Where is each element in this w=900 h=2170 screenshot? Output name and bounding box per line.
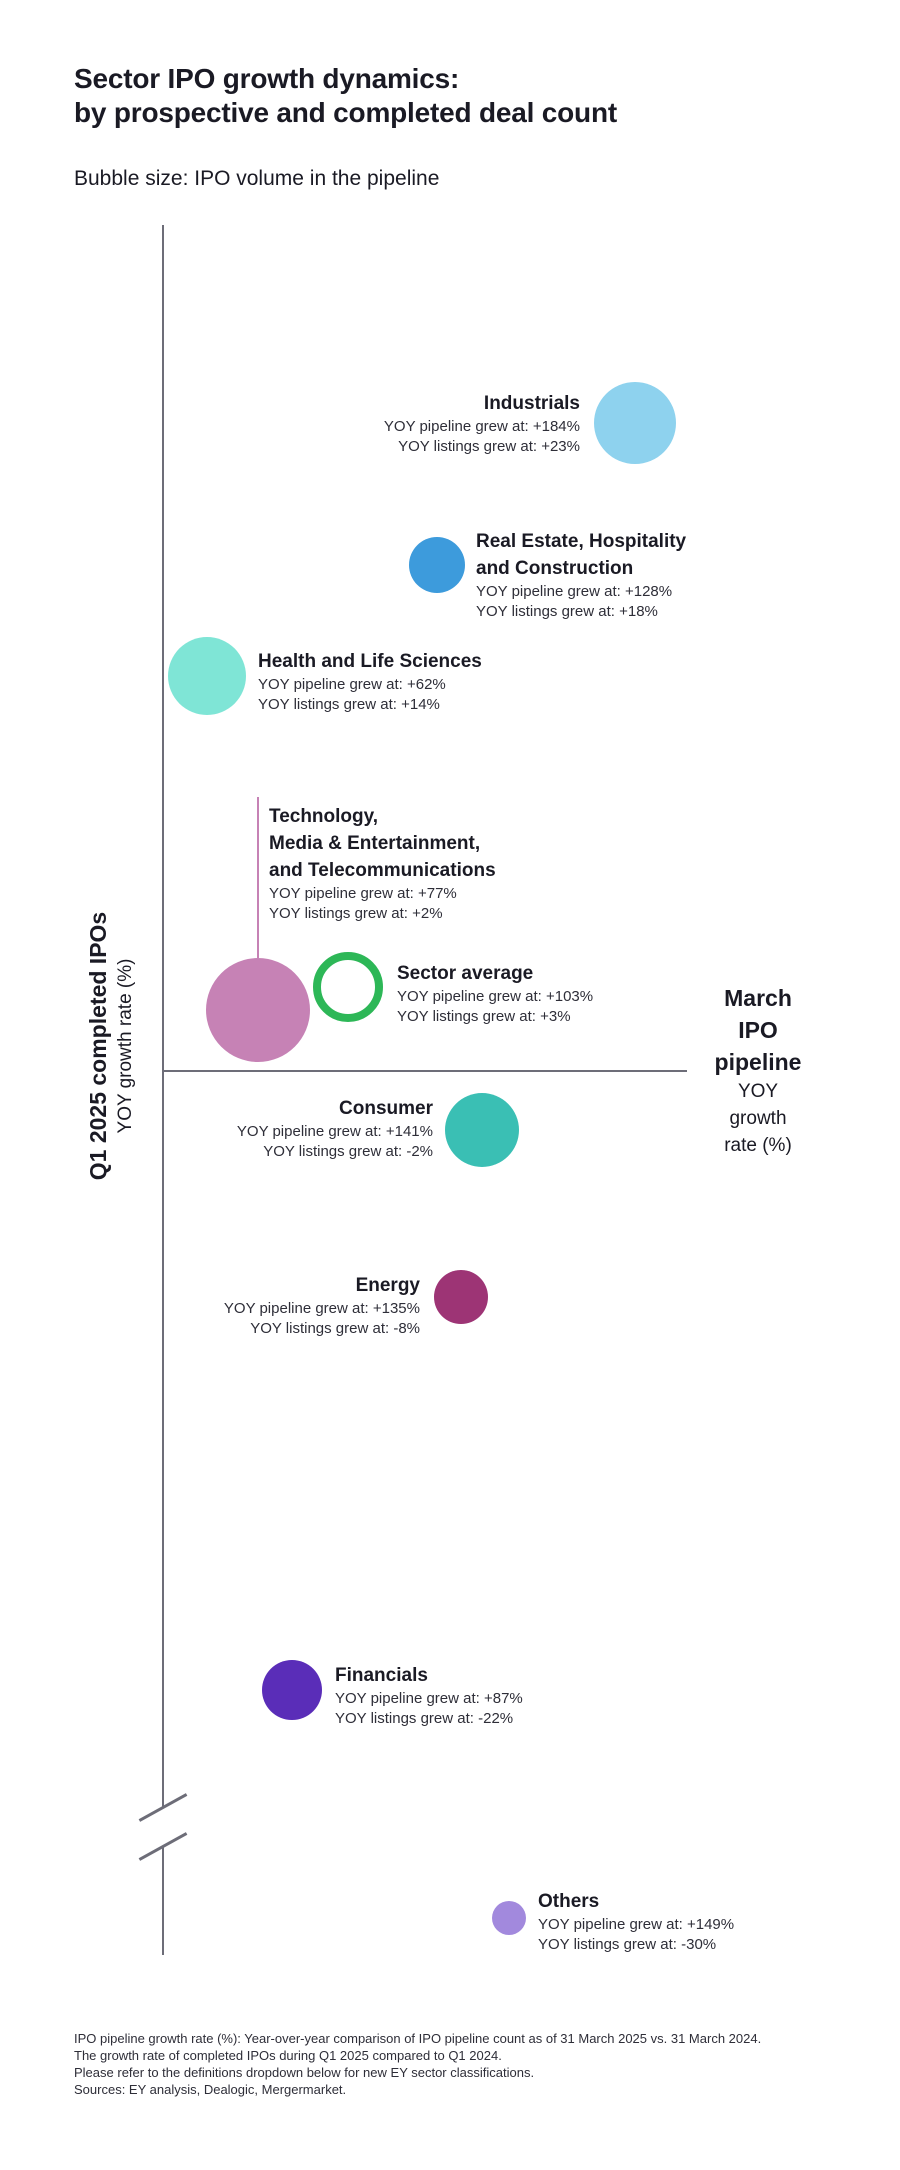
listings-growth-value: YOY listings grew at: +2% <box>269 905 443 922</box>
bubble-energy[interactable] <box>434 1270 488 1324</box>
label-sector-average: Sector average YOY pipeline grew at: +10… <box>397 960 593 1027</box>
pipeline-growth-value: YOY pipeline grew at: +62% <box>258 676 446 693</box>
bubble-health-life-sciences[interactable] <box>168 637 246 715</box>
listings-growth-value: YOY listings grew at: -8% <box>250 1320 420 1337</box>
bubble-financials[interactable] <box>262 1660 322 1720</box>
tmt-leader-line <box>257 797 259 958</box>
listings-growth-value: YOY listings grew at: -2% <box>263 1143 433 1160</box>
listings-growth-value: YOY listings grew at: +18% <box>476 603 658 620</box>
bubble-consumer[interactable] <box>445 1093 519 1167</box>
label-health-life-sciences: Health and Life Sciences YOY pipeline gr… <box>258 648 482 715</box>
chart-subtitle: Bubble size: IPO volume in the pipeline <box>74 167 440 190</box>
listings-growth-value: YOY listings grew at: +23% <box>398 438 580 455</box>
listings-growth-value: YOY listings grew at: +14% <box>258 696 440 713</box>
pipeline-growth-value: YOY pipeline grew at: +128% <box>476 583 673 600</box>
label-financials: Financials YOY pipeline grew at: +87% YO… <box>335 1662 523 1729</box>
sector-name: Technology, Media & Entertainment, and T… <box>269 806 496 881</box>
pipeline-growth-value: YOY pipeline grew at: +141% <box>236 1123 433 1140</box>
label-tmt: Technology, Media & Entertainment, and T… <box>269 803 496 924</box>
pipeline-growth-value: YOY pipeline grew at: +87% <box>335 1690 523 1707</box>
x-axis-line <box>162 1070 687 1072</box>
listings-growth-value: YOY listings grew at: +3% <box>397 1008 571 1025</box>
bubble-others[interactable] <box>492 1901 526 1935</box>
bubble-tmt[interactable] <box>206 958 310 1062</box>
footnotes: IPO pipeline growth rate (%): Year-over-… <box>74 2030 854 2098</box>
y-axis-title: Q1 2025 completed IPOs YOY growth rate (… <box>83 881 141 1211</box>
label-real-estate: Real Estate, Hospitality and Constructio… <box>476 528 686 622</box>
listings-growth-value: YOY listings grew at: -30% <box>538 1936 717 1953</box>
x-axis-title-sub: YOY growth rate (%) <box>724 1081 792 1156</box>
label-energy: Energy YOY pipeline grew at: +135% YOY l… <box>224 1272 420 1339</box>
sector-name: Consumer <box>339 1098 433 1119</box>
sector-name: Health and Life Sciences <box>258 651 482 672</box>
sector-name: Energy <box>355 1275 420 1296</box>
pipeline-growth-value: YOY pipeline grew at: +135% <box>223 1300 420 1317</box>
sector-name: Others <box>538 1891 600 1912</box>
bubble-industrials[interactable] <box>594 382 676 464</box>
pipeline-growth-value: YOY pipeline grew at: +184% <box>383 418 580 435</box>
bubble-real-estate[interactable] <box>409 537 465 593</box>
y-axis-title-main: Q1 2025 completed IPOs <box>85 911 111 1181</box>
pipeline-growth-value: YOY pipeline grew at: +103% <box>397 988 594 1005</box>
listings-growth-value: YOY listings grew at: -22% <box>335 1710 514 1727</box>
sector-name: Industrials <box>483 393 580 414</box>
y-axis-line-upper <box>162 225 164 1808</box>
sector-name: Financials <box>335 1665 428 1686</box>
footnote-line: Sources: EY analysis, Dealogic, Mergerma… <box>74 2082 347 2097</box>
pipeline-growth-value: YOY pipeline grew at: +77% <box>269 885 457 902</box>
footnote-line: Please refer to the definitions dropdown… <box>74 2065 535 2080</box>
label-others: Others YOY pipeline grew at: +149% YOY l… <box>538 1888 734 1955</box>
footnote-line: The growth rate of completed IPOs during… <box>74 2048 502 2063</box>
label-industrials: Industrials YOY pipeline grew at: +184% … <box>384 390 580 457</box>
y-axis-line-lower <box>162 1847 164 1955</box>
y-axis-title-sub: YOY growth rate (%) <box>115 958 136 1134</box>
bubble-sector-average[interactable] <box>313 952 383 1022</box>
label-consumer: Consumer YOY pipeline grew at: +141% YOY… <box>237 1095 433 1162</box>
pipeline-growth-value: YOY pipeline grew at: +149% <box>538 1916 735 1933</box>
chart-title: Sector IPO growth dynamics: by prospecti… <box>74 63 617 128</box>
footnote-line: IPO pipeline growth rate (%): Year-over-… <box>74 2031 762 2046</box>
sector-name: Sector average <box>397 963 534 984</box>
x-axis-title-main: March IPO pipeline <box>714 985 802 1075</box>
sector-name: Real Estate, Hospitality and Constructio… <box>476 531 687 579</box>
x-axis-title: March IPO pipeline YOY growth rate (%) <box>688 982 828 1159</box>
